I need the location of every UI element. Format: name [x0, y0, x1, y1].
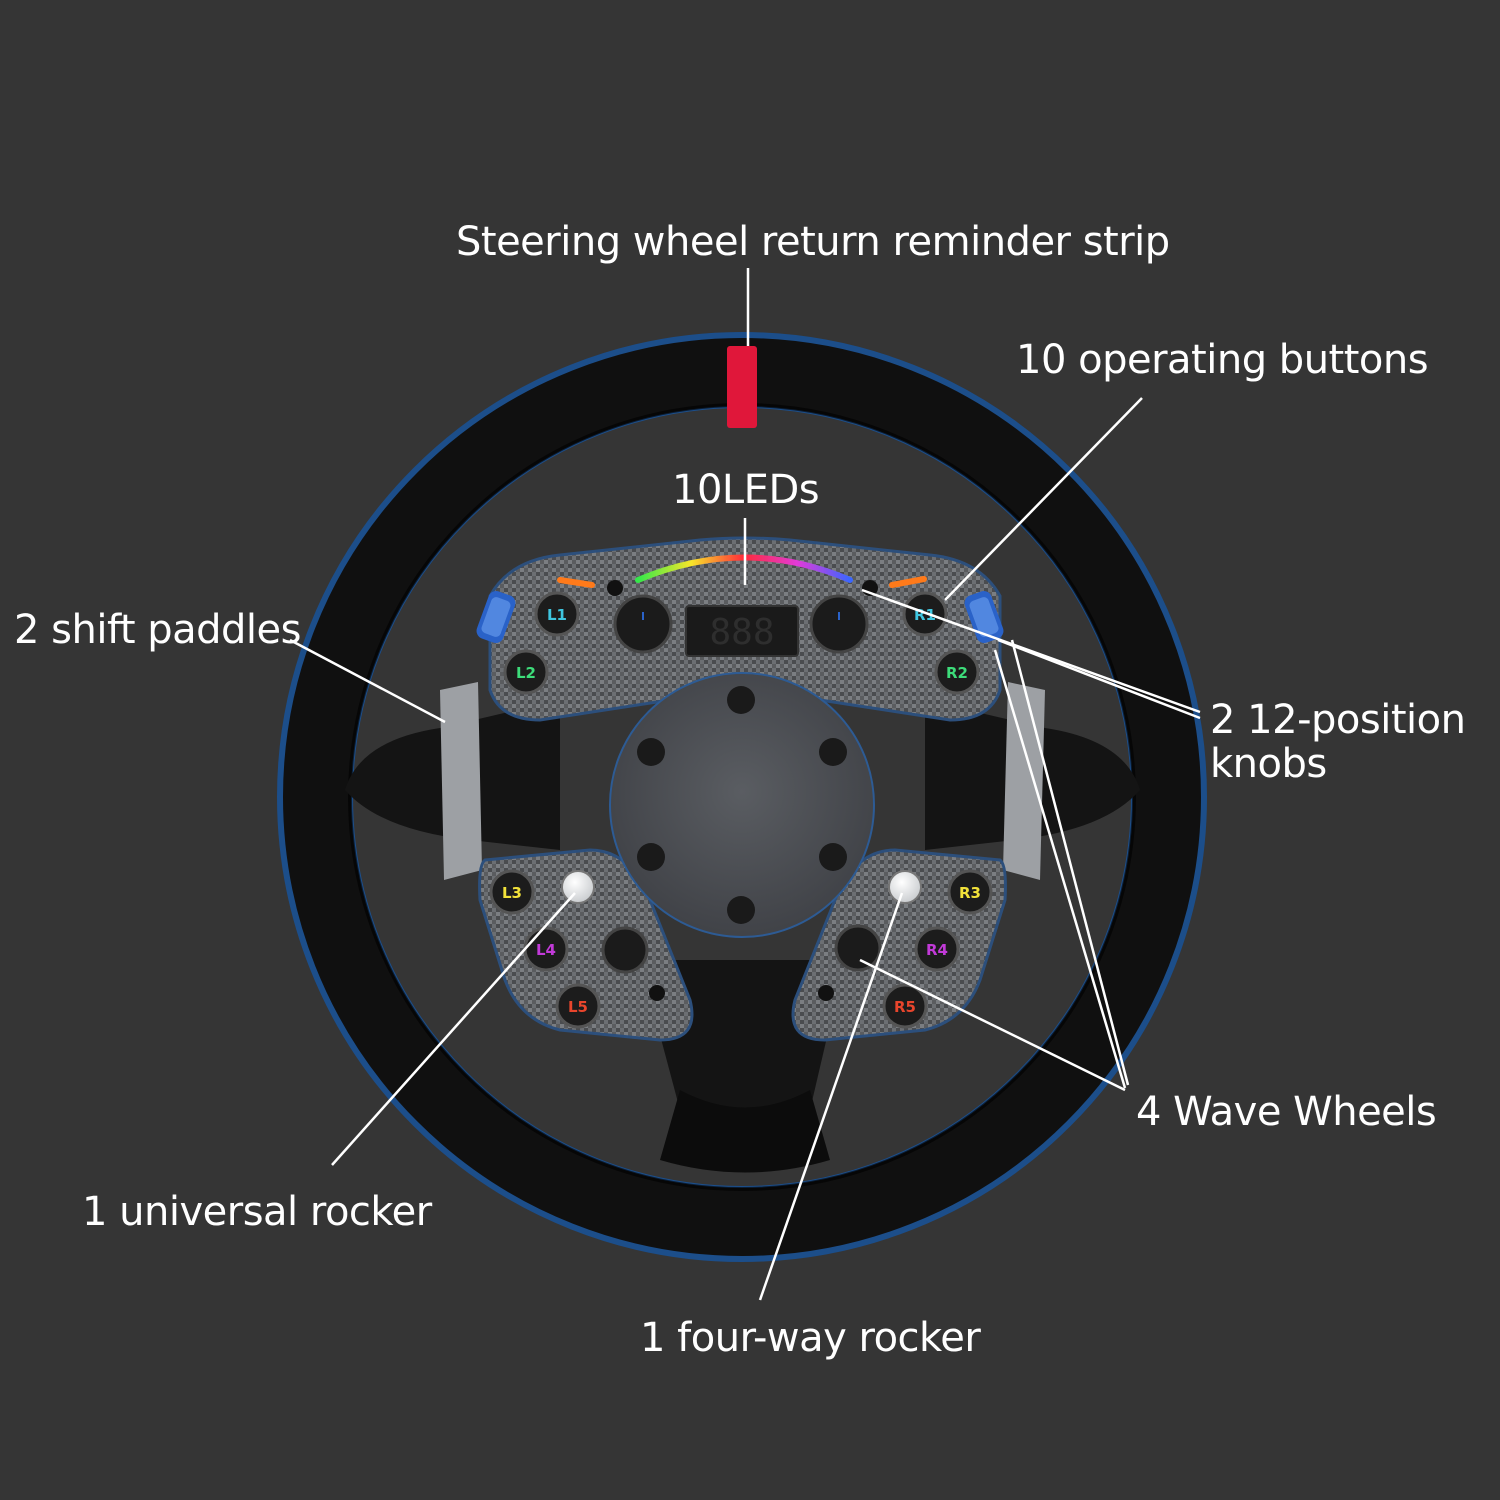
knob-left[interactable]	[613, 594, 673, 654]
leader-operating-buttons	[944, 397, 1143, 601]
svg-text:R4: R4	[926, 941, 948, 959]
button-l5[interactable]: L5	[555, 983, 601, 1029]
svg-text:L2: L2	[516, 664, 536, 682]
shift-paddles[interactable]	[440, 682, 1045, 880]
label-wave-wheels: 4 Wave Wheels	[1136, 1089, 1437, 1135]
button-r5[interactable]: R5	[882, 983, 928, 1029]
label-knobs-line1: 2 12-position	[1210, 697, 1466, 743]
label-leds: 10LEDs	[672, 467, 820, 513]
digit-display	[685, 605, 799, 657]
wave-wheel-left-top[interactable]	[474, 589, 517, 646]
leader-wave-c	[859, 958, 1126, 1092]
svg-text:L4: L4	[536, 941, 556, 959]
label-universal-rocker: 1 universal rocker	[82, 1189, 432, 1235]
digit-display-text: 888	[709, 612, 774, 653]
leader-lines	[289, 268, 1201, 1301]
svg-text:L5: L5	[568, 998, 588, 1016]
return-reminder-strip	[727, 346, 757, 428]
button-l2[interactable]: L2	[503, 649, 549, 695]
leader-shift-paddles	[289, 638, 446, 724]
svg-text:L3: L3	[502, 884, 522, 902]
svg-text:R2: R2	[946, 664, 968, 682]
label-four-way-rocker: 1 four-way rocker	[640, 1315, 981, 1361]
leader-wave-b	[1010, 639, 1130, 1086]
button-l1[interactable]: L1	[534, 591, 580, 637]
label-operating-buttons: 10 operating buttons	[1016, 337, 1429, 383]
svg-text:R3: R3	[959, 884, 981, 902]
wave-wheel-left-bottom[interactable]	[601, 926, 649, 974]
leader-four-way-rocker	[758, 892, 904, 1301]
svg-text:L1: L1	[547, 606, 567, 624]
label-shift-paddles: 2 shift paddles	[14, 607, 302, 653]
leader-knobs-a	[861, 588, 1201, 714]
leader-knobs-b	[997, 638, 1201, 720]
universal-rocker[interactable]	[561, 870, 595, 904]
svg-text:R5: R5	[894, 998, 916, 1016]
center-hub	[609, 672, 875, 938]
led-orange-right	[889, 576, 927, 588]
label-knobs-line2: knobs	[1210, 741, 1327, 787]
knob-right[interactable]	[809, 594, 869, 654]
button-l3[interactable]: L3	[489, 869, 535, 915]
button-r3[interactable]: R3	[947, 869, 993, 915]
four-way-rocker[interactable]	[888, 870, 922, 904]
button-l4[interactable]: L4	[523, 926, 569, 972]
leader-universal-rocker	[331, 892, 576, 1166]
leader-wave-a	[993, 649, 1127, 1089]
wave-wheel-right-bottom[interactable]	[834, 924, 882, 972]
button-r4[interactable]: R4	[914, 926, 960, 972]
button-r2[interactable]: R2	[934, 649, 980, 695]
label-return-strip: Steering wheel return reminder strip	[456, 219, 1170, 265]
led-orange-left	[557, 577, 595, 588]
